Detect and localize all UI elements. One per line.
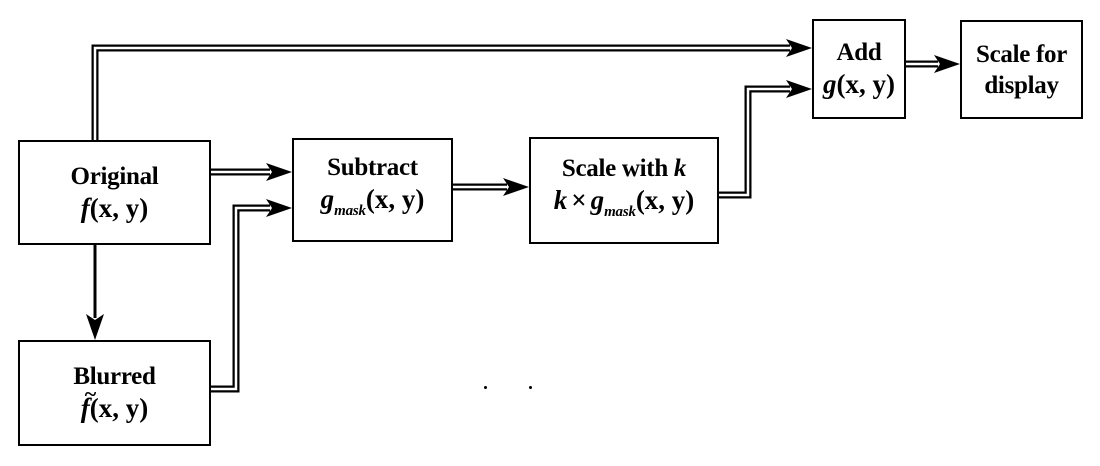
subtract-label: Subtract: [327, 154, 418, 182]
scale-k-label-var: k: [673, 154, 687, 182]
scale-k-box: Scale with k k×gmask(x, y): [529, 137, 719, 244]
subtract-args: (x, y): [365, 184, 425, 215]
edge-original-to-add: [91, 44, 790, 140]
blurred-args: (x, y): [89, 393, 149, 423]
add-func: g: [823, 69, 837, 99]
scale-k-label-text: Scale with: [561, 154, 674, 182]
arrowhead-display: [934, 55, 960, 73]
stray-dot: [484, 386, 487, 389]
original-box: Original f(x, y): [18, 140, 211, 245]
subtract-subscript: mask: [334, 202, 366, 219]
scale-k-label: Scale with k: [562, 153, 686, 184]
display-label-line1: Scale for: [975, 40, 1067, 68]
original-label: Original: [70, 162, 159, 190]
edge-scale-to-add: [719, 85, 790, 199]
arrowhead-blurred: [86, 314, 104, 340]
scale-k-func: g: [590, 184, 605, 215]
scale-k-subscript: mask: [604, 203, 636, 220]
scale-k-args: (x, y): [635, 184, 695, 215]
blurred-func: f: [81, 377, 96, 425]
arrowhead-subtract-top: [266, 163, 292, 181]
original-expression: f(x, y): [81, 192, 148, 225]
subtract-box: Subtract gmask(x, y): [292, 138, 453, 242]
arrowhead-add-top: [786, 39, 812, 57]
edge-blurred-to-subtract: [211, 204, 270, 393]
add-args: (x, y): [836, 69, 895, 99]
display-box: Scale for display: [960, 20, 1083, 119]
stray-dot: [529, 386, 532, 389]
subtract-expression: gmask(x, y): [321, 183, 425, 228]
blurred-expression: f(x, y): [81, 377, 149, 425]
original-func: f: [80, 192, 90, 223]
original-args: (x, y): [89, 192, 149, 223]
add-expression: g(x, y): [823, 68, 895, 101]
scale-k-coef: k: [553, 184, 568, 215]
add-box: Add g(x, y): [812, 19, 906, 119]
add-label: Add: [836, 39, 882, 66]
scale-k-expression: k×gmask(x, y): [554, 184, 695, 229]
arrowhead-add-bottom: [786, 80, 812, 98]
scale-k-times: ×: [571, 184, 587, 215]
arrowhead-subtract-bottom: [266, 199, 292, 217]
subtract-func: g: [320, 184, 335, 215]
arrowhead-scale: [503, 178, 529, 196]
blurred-box: Blurred f(x, y): [18, 340, 211, 446]
display-label-line2: display: [984, 71, 1059, 99]
